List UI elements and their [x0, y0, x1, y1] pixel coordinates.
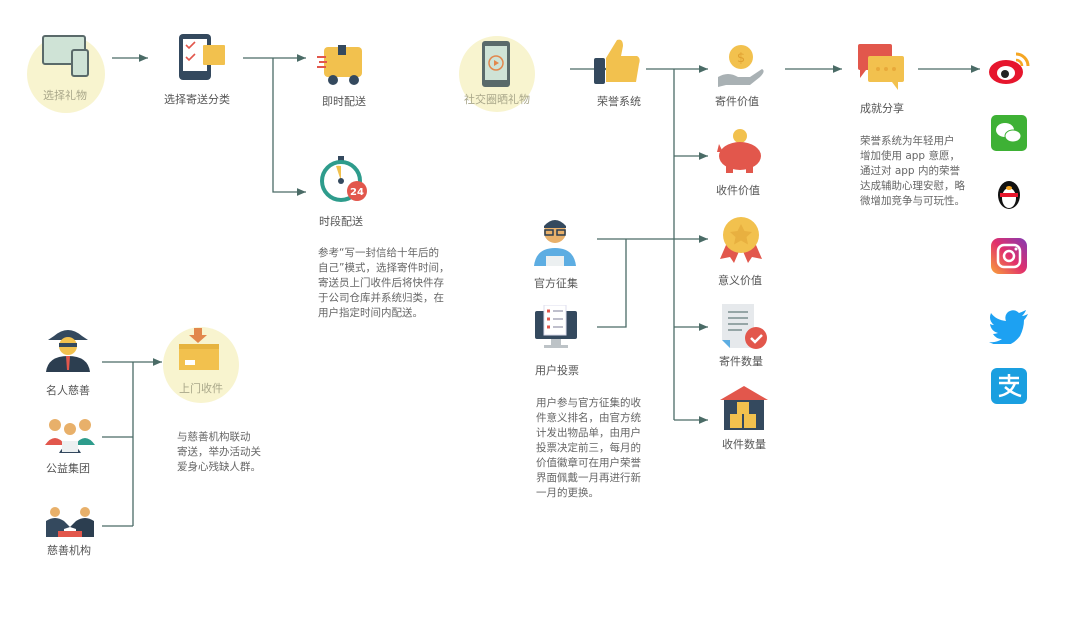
charity-org-label: 慈善机构 [47, 544, 91, 557]
social-share-label: 社交圈晒礼物 [464, 93, 530, 106]
desc-line: 微增加竞争与可玩性。 [860, 195, 965, 207]
coin-hand-icon: $ [718, 45, 764, 87]
charity-description: 与慈善机构联动 寄送，举办活动关 爱身心残缺人群。 [177, 430, 277, 475]
checklist-phone-icon [179, 34, 225, 80]
official-label: 官方征集 [534, 277, 578, 290]
timer-badge: 24 [350, 187, 364, 198]
scheduled-description: 参考“写一封信给十年后的 自己”模式，选择寄件时间， 寄送员上门收件后将快件存 … [318, 246, 468, 321]
handshake-icon [46, 507, 94, 537]
desc-line: 增加使用 app 意愿， [860, 150, 960, 162]
chat-bubbles-icon [858, 44, 904, 90]
desc-line: 爱身心残缺人群。 [177, 461, 261, 473]
scheduled-delivery-label: 时段配送 [319, 215, 363, 228]
desc-line: 计发出物品单，由用户 [536, 427, 641, 439]
desc-line: 寄送员上门收件后将快件存 [318, 277, 444, 289]
alipay-icon[interactable] [991, 368, 1027, 404]
meaning-value-label: 意义价值 [718, 274, 762, 287]
warehouse-icon [720, 386, 768, 430]
desc-line: 自己”模式，选择寄件时间， [318, 262, 450, 274]
select-gift-label: 选择礼物 [43, 89, 87, 102]
desc-line: 寄送，举办活动关 [177, 446, 261, 458]
desc-line: 一月的更换。 [536, 487, 599, 499]
celebrity-label: 名人慈善 [46, 384, 90, 397]
honor-system-label: 荣誉系统 [597, 95, 641, 108]
pickup-label: 上门收件 [179, 382, 223, 395]
desc-line: 投票决定前三，每月的 [536, 442, 641, 454]
qq-icon[interactable] [994, 175, 1024, 211]
achievement-description: 荣誉系统为年轻用户 增加使用 app 意愿， 通过对 app 内的荣誉 达成辅助… [860, 134, 980, 209]
arrow-category-to-scheduled [272, 58, 306, 196]
desc-line: 界面佩戴一月再进行新 [536, 472, 641, 484]
weibo-icon[interactable] [988, 50, 1032, 86]
wechat-icon[interactable] [991, 115, 1027, 151]
thumbs-up-icon [594, 39, 640, 84]
instagram-icon[interactable] [991, 238, 1027, 274]
vote-label: 用户投票 [535, 364, 579, 377]
desc-line: 用户参与官方征集的收 [536, 397, 641, 409]
twitter-icon[interactable] [988, 308, 1030, 344]
desc-line: 价值徽章可在用户荣誉 [536, 457, 641, 469]
phone-video-icon [482, 41, 510, 87]
vote-connector [597, 239, 627, 328]
achievement-label: 成就分享 [860, 102, 904, 115]
vote-computer-icon [535, 305, 577, 348]
send-count-label: 寄件数量 [719, 355, 763, 368]
receive-value-label: 收件价值 [716, 184, 760, 197]
devices-icon [42, 35, 89, 77]
stopwatch-icon: 24 [320, 156, 367, 202]
vote-description: 用户参与官方征集的收 件意义排名，由官方统 计发出物品单，由用户 投票决定前三，… [536, 396, 661, 501]
svg-text:$: $ [737, 51, 745, 66]
medal-icon [720, 217, 762, 263]
celebrity-icon [46, 330, 90, 372]
send-value-label: 寄件价值 [715, 95, 759, 108]
piggy-bank-icon [717, 129, 761, 173]
desc-line: 用户指定时间内配送。 [318, 307, 423, 319]
desc-line: 件意义排名，由官方统 [536, 412, 641, 424]
desc-line: 参考“写一封信给十年后的 [318, 247, 439, 259]
delivery-cart-icon [317, 45, 362, 85]
package-pickup-icon [179, 328, 219, 370]
instant-delivery-label: 即时配送 [322, 95, 366, 108]
desc-line: 达成辅助心理安慰，略 [860, 180, 965, 192]
document-check-icon [722, 304, 767, 349]
public-group-icon [45, 419, 95, 453]
receive-count-label: 收件数量 [722, 438, 766, 451]
official-person-icon [534, 220, 576, 266]
desc-line: 于公司仓库并系统归类，在 [318, 292, 444, 304]
desc-line: 通过对 app 内的荣誉 [860, 165, 960, 177]
desc-line: 荣誉系统为年轻用户 [860, 135, 955, 147]
public-group-label: 公益集团 [46, 462, 90, 475]
desc-line: 与慈善机构联动 [177, 431, 251, 443]
select-category-label: 选择寄送分类 [164, 93, 230, 106]
